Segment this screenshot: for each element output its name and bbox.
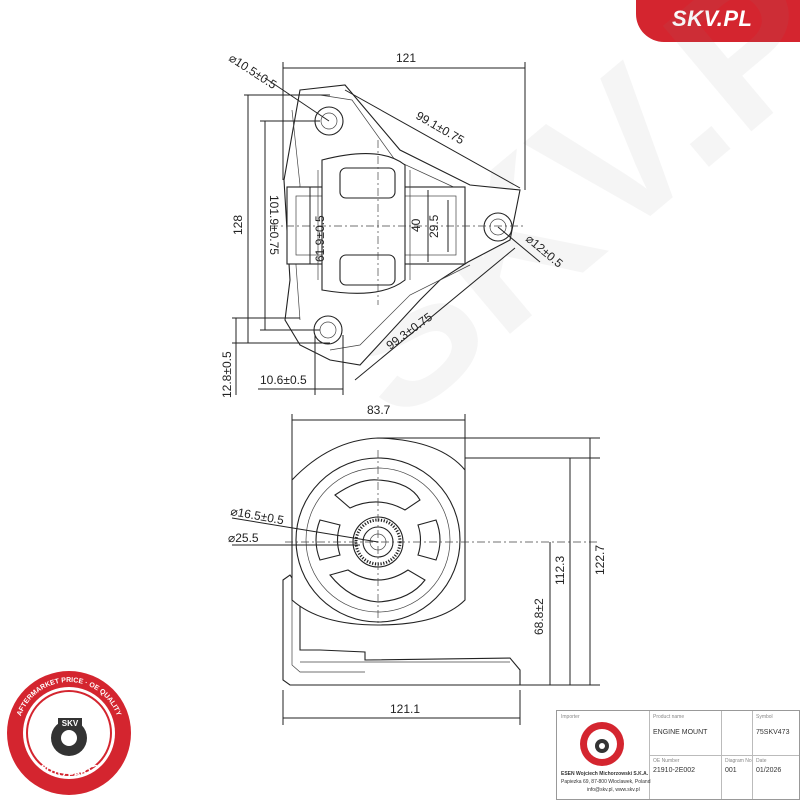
- importer-web: info@skv.pl, www.skv.pl: [587, 787, 640, 793]
- importer-name: ESEN Wojciech Michorzowski S.K.A.: [561, 771, 649, 777]
- symbol-label: Symbol: [756, 714, 773, 720]
- oe-number: 21910-2E002: [653, 767, 696, 774]
- small-skv-logo: [580, 722, 624, 766]
- dim-12-8: 12.8±0.5: [220, 351, 234, 398]
- dim-83-7: 83.7: [367, 403, 391, 417]
- importer-address: Papiezka 69, 87-800 Wloclawek, Poland: [561, 779, 651, 785]
- dim-121-1: 121.1: [390, 702, 420, 716]
- badge-center-text: SKV: [62, 719, 79, 728]
- diagram-label: Diagram No: [725, 758, 752, 764]
- importer-label: Importer: [561, 714, 580, 720]
- dim-121: 121: [396, 51, 416, 65]
- date-label: Date: [756, 758, 767, 764]
- dim-10-6: 10.6±0.5: [260, 373, 307, 387]
- dim-29-5: 29.5: [427, 214, 441, 238]
- dim-101-9: 101.9±0.75: [267, 195, 281, 255]
- dim-hole-25-5: ⌀25.5: [228, 531, 259, 545]
- product-name: ENGINE MOUNT: [653, 729, 708, 736]
- symbol-value: 75SKV473: [756, 729, 790, 736]
- bottom-view: 83.7 ⌀16.5±0.5 ⌀25.5 112.3 122.7 68.8±2 …: [228, 403, 607, 725]
- dim-61-9: 61.9±0.5: [313, 215, 327, 262]
- brand-logo-text: SKV.PL: [672, 6, 753, 31]
- dim-40: 40: [409, 218, 423, 232]
- product-label: Product name: [653, 714, 685, 720]
- brand-tab: [636, 0, 800, 42]
- dim-99-1: 99.1±0.75: [414, 108, 467, 147]
- date-value: 01/2026: [756, 767, 782, 774]
- diagram-number: 001: [725, 767, 737, 774]
- title-block: Importer ESEN Wojciech Michorzowski S.K.…: [556, 710, 800, 800]
- dim-hole-16-5: ⌀16.5±0.5: [229, 504, 285, 527]
- dim-hole-10-5: ⌀10.5±0.5: [226, 51, 279, 92]
- dim-128: 128: [231, 215, 245, 235]
- dim-112-3: 112.3: [553, 556, 567, 585]
- skv-autoparts-badge: SKV AFTERMARKET PRICE · OE QUALITY AUTO …: [7, 671, 131, 795]
- dim-68-8: 68.8±2: [532, 598, 546, 635]
- oe-label: OE Number: [653, 758, 680, 764]
- dim-122-7: 122.7: [593, 545, 607, 575]
